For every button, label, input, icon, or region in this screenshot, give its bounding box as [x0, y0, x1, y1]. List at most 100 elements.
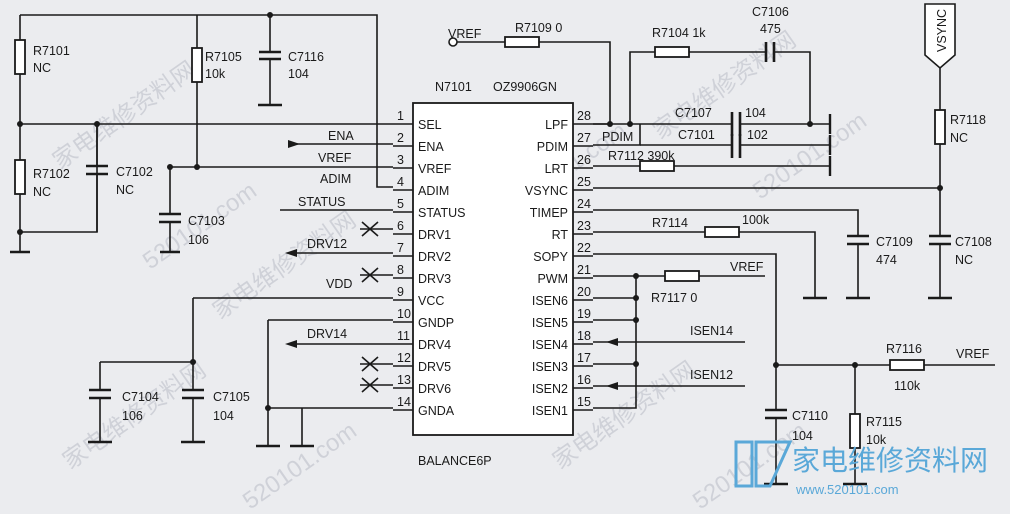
c7116-value: 104 [288, 67, 309, 81]
pin-name: ISEN3 [532, 360, 568, 374]
capacitor-c7107 [730, 112, 742, 136]
r7105-value: 10k [205, 67, 226, 81]
c7105-value: 104 [213, 409, 234, 423]
resistor-r7114 [704, 226, 740, 238]
c7101-value: 102 [747, 128, 768, 142]
net-vdd: VDD [326, 277, 352, 291]
resistor-r7117 [664, 270, 700, 282]
c7109-ref: C7109 [876, 235, 913, 249]
pin-number: 2 [397, 131, 404, 145]
pin-number: 26 [577, 153, 591, 167]
pin-name: ENA [418, 140, 444, 154]
net-adim: ADIM [320, 172, 351, 186]
top-right-network: VREF R7109 0 R7104 1k C7106 475 C7107 10… [448, 3, 995, 486]
pin-name: DRV2 [418, 250, 451, 264]
r7116-ref: R7116 [886, 342, 922, 356]
pin-number: 5 [397, 197, 404, 211]
pin-number: 15 [577, 395, 591, 409]
right-pin-group: 28LPF27PDIM26LRT25VSYNC24TIMEP23RT22SOPY… [525, 109, 593, 418]
pin-number: 12 [397, 351, 411, 365]
resistor-r7116 [889, 359, 925, 371]
pin-number: 20 [577, 285, 591, 299]
logo-url: www.520101.com [795, 482, 899, 497]
resistor-r7105 [191, 47, 203, 83]
resistor-r7104 [654, 46, 690, 58]
watermark-text: 520101.com [238, 417, 362, 514]
vsync-connector [924, 3, 956, 70]
r7101-ref: R7101 [33, 44, 70, 58]
capacitor-c7101 [730, 134, 742, 158]
c7108-value: NC [955, 253, 973, 267]
r7115-value: 10k [866, 433, 887, 447]
capacitor-c7109 [847, 234, 869, 246]
ic-caption: BALANCE6P [418, 454, 492, 468]
r7114-ref: R7114 [652, 216, 688, 230]
pin-number: 7 [397, 241, 404, 255]
c7102-ref: C7102 [116, 165, 153, 179]
pin-name: ADIM [418, 184, 449, 198]
pin-number: 1 [397, 109, 404, 123]
pin-number: 23 [577, 219, 591, 233]
watermark-text: 家电维修资料网 [648, 26, 801, 144]
left-network [10, 12, 393, 448]
pin-name: GNDA [418, 404, 455, 418]
capacitor-c7104 [89, 388, 111, 400]
pin-name: LPF [545, 118, 568, 132]
pin-number: 21 [577, 263, 591, 277]
pin-number: 6 [397, 219, 404, 233]
pin-name: PWM [537, 272, 568, 286]
net-vref-in: VREF [318, 151, 352, 165]
pin-name: DRV3 [418, 272, 451, 286]
net-isen12: ISEN12 [690, 368, 733, 382]
c7104-ref: C7104 [122, 390, 159, 404]
capacitor-c7116 [259, 50, 281, 61]
left-labels: R7101 NC R7102 NC R7105 10k C7116 104 C7… [33, 44, 354, 423]
c7109-value: 474 [876, 253, 897, 267]
pin-name: SEL [418, 118, 442, 132]
c7103-value: 106 [188, 233, 209, 247]
pin-number: 8 [397, 263, 404, 277]
r7118-value: NC [950, 131, 968, 145]
c7101-ref: C7101 [678, 128, 715, 142]
c7105-ref: C7105 [213, 390, 250, 404]
pin-number: 16 [577, 373, 591, 387]
c7102-value: NC [116, 183, 134, 197]
capacitor-c7105 [182, 388, 204, 400]
pin-name: ISEN2 [532, 382, 568, 396]
net-isen14: ISEN14 [690, 324, 733, 338]
net-vref-top: VREF [448, 27, 482, 41]
c7107-value: 104 [745, 106, 766, 120]
pin-name: TIMEP [530, 206, 568, 220]
c7108-ref: C7108 [955, 235, 992, 249]
c7116-ref: C7116 [288, 50, 324, 64]
r7115-ref: R7115 [866, 415, 902, 429]
r7102-value: NC [33, 185, 51, 199]
logo-brand: 家电维修资料网 [792, 445, 988, 476]
pin-number: 24 [577, 197, 591, 211]
pin-name: SOPY [533, 250, 568, 264]
r7114-value: 100k [742, 213, 770, 227]
r7109-label: R7109 0 [515, 21, 562, 35]
net-drv14: DRV14 [307, 327, 347, 341]
pin-number: 22 [577, 241, 591, 255]
pin-name: GNDP [418, 316, 454, 330]
watermark-text: 家电维修资料网 [208, 206, 361, 324]
pin-number: 28 [577, 109, 591, 123]
site-logo: 家电维修资料网 www.520101.com [734, 440, 988, 497]
pin-number: 25 [577, 175, 591, 189]
net-vsync: VSYNC [935, 9, 949, 52]
net-vref-right: VREF [956, 347, 990, 361]
ic-body [412, 102, 574, 436]
pin-number: 17 [577, 351, 591, 365]
r7117-label: R7117 0 [651, 291, 697, 305]
pin-name: STATUS [418, 206, 465, 220]
net-ena: ENA [328, 129, 354, 143]
pin-name: ISEN5 [532, 316, 568, 330]
pin-number: 4 [397, 175, 404, 189]
ic-ref: N7101 [435, 80, 472, 94]
pin-name: DRV1 [418, 228, 451, 242]
resistor-r7102 [14, 159, 26, 195]
r7101-value: NC [33, 61, 51, 75]
r7105-ref: R7105 [205, 50, 242, 64]
pin-number: 19 [577, 307, 591, 321]
